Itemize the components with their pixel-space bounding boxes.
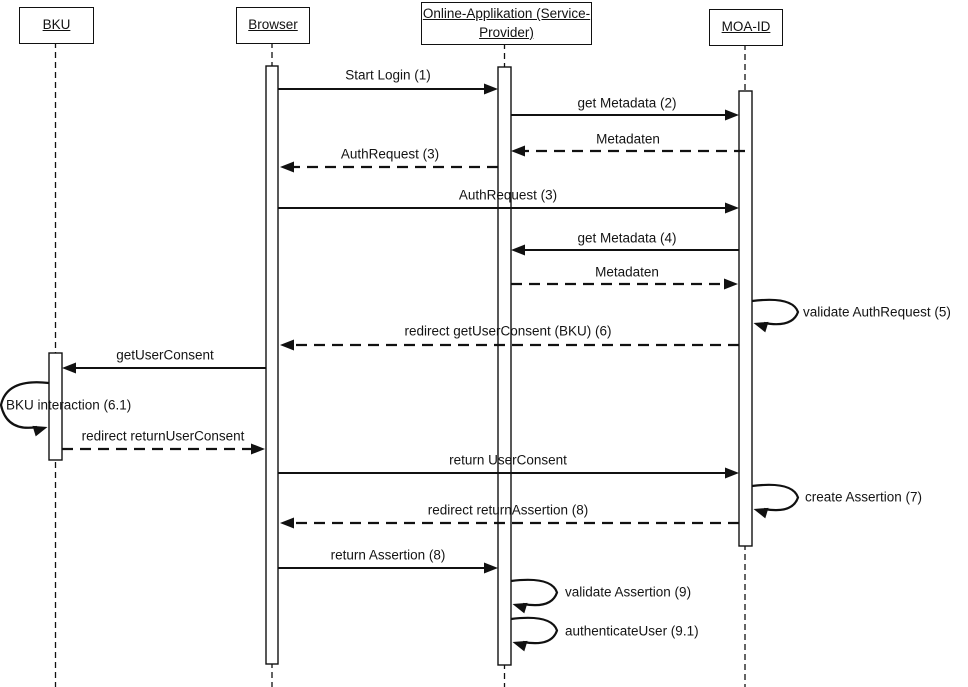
self-message-arrowhead-4 — [512, 640, 528, 652]
message-label-0: Start Login (1) — [345, 68, 431, 83]
self-message-loop-2 — [751, 483, 800, 512]
message-arrowhead-0 — [484, 83, 498, 95]
self-message-loop-1 — [0, 381, 50, 429]
message-arrowhead-7 — [280, 339, 294, 351]
message-arrowhead-6 — [724, 278, 738, 290]
message-arrowhead-3 — [280, 161, 294, 173]
message-label-1: get Metadata (2) — [577, 96, 676, 111]
activation-bar-browser — [265, 65, 279, 665]
actor-box-browser: Browser — [236, 7, 310, 44]
actor-box-moa-id: MOA-ID — [709, 9, 783, 46]
self-message-label-4: authenticateUser (9.1) — [565, 624, 699, 639]
actor-label-online-applikation-line2: Provider) — [479, 24, 534, 40]
message-label-6: Metadaten — [595, 265, 659, 280]
message-label-12: return Assertion (8) — [331, 548, 446, 563]
message-arrowhead-11 — [280, 517, 294, 529]
actor-label-browser: Browser — [248, 17, 298, 33]
message-label-4: AuthRequest (3) — [459, 188, 557, 203]
actor-label-online-applikation-line1: Online-Applikation (Service- — [422, 6, 591, 22]
message-arrowhead-9 — [251, 443, 265, 455]
actor-label-moa-id: MOA-ID — [721, 19, 771, 35]
message-label-7: redirect getUserConsent (BKU) (6) — [404, 324, 611, 339]
message-arrowhead-5 — [511, 244, 525, 256]
message-label-11: redirect returnAssertion (8) — [428, 503, 589, 518]
self-message-label-3: validate Assertion (9) — [565, 585, 691, 600]
actor-box-online-applikation: Online-Applikation (Service- Provider) — [421, 2, 592, 45]
message-arrowhead-12 — [484, 562, 498, 574]
message-label-3: AuthRequest (3) — [341, 147, 439, 162]
self-message-arrowhead-3 — [512, 602, 528, 614]
self-message-loop-4 — [510, 616, 559, 645]
message-arrowhead-8 — [62, 362, 76, 374]
activation-bar-bku — [48, 352, 63, 461]
message-label-8: getUserConsent — [116, 348, 214, 363]
self-message-arrowhead-2 — [753, 507, 769, 519]
message-arrowhead-1 — [725, 109, 739, 121]
message-arrowhead-4 — [725, 202, 739, 214]
actor-box-bku: BKU — [19, 7, 94, 44]
self-message-arrowhead-1 — [32, 425, 48, 437]
self-message-label-0: validate AuthRequest (5) — [803, 305, 951, 320]
self-message-label-2: create Assertion (7) — [805, 490, 922, 505]
actor-label-bku: BKU — [42, 17, 71, 33]
activation-bar-online-applikation — [497, 66, 512, 666]
message-label-5: get Metadata (4) — [577, 231, 676, 246]
message-label-9: redirect returnUserConsent — [82, 429, 245, 444]
message-label-2: Metadaten — [596, 132, 660, 147]
message-label-10: return UserConsent — [449, 453, 567, 468]
self-message-label-1: BKU interaction (6.1) — [6, 398, 131, 413]
self-message-loop-3 — [510, 578, 559, 607]
message-arrowhead-2 — [511, 145, 525, 157]
self-message-arrowhead-0 — [753, 321, 769, 333]
self-message-loop-0 — [751, 298, 800, 326]
message-arrowhead-10 — [725, 467, 739, 479]
activation-bar-moa-id — [738, 90, 753, 547]
